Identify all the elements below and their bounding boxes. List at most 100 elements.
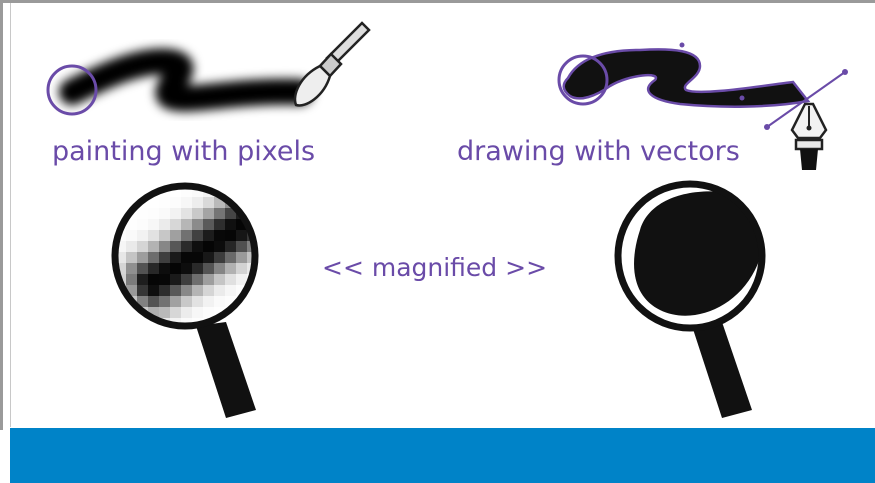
lens-pixel <box>236 186 247 197</box>
lens-pixel <box>225 263 236 274</box>
lens-pixel <box>236 252 247 263</box>
lens-pixel <box>192 230 203 241</box>
lens-pixel <box>137 208 148 219</box>
lens-pixel <box>181 241 192 252</box>
lens-pixel <box>203 230 214 241</box>
lens-pixel <box>137 230 148 241</box>
lens-pixel <box>225 252 236 263</box>
lens-pixel <box>170 263 181 274</box>
lens-pixel <box>181 208 192 219</box>
lens-pixel <box>203 285 214 296</box>
lens-pixel <box>181 219 192 230</box>
lens-pixel <box>148 219 159 230</box>
lens-pixel <box>170 219 181 230</box>
lens-pixel <box>170 274 181 285</box>
lens-pixel <box>126 318 137 329</box>
lens-pixel <box>214 241 225 252</box>
lens-pixel <box>137 241 148 252</box>
lens-pixel <box>159 274 170 285</box>
lens-pixel <box>181 252 192 263</box>
lens-pixel <box>236 318 247 329</box>
lens-pixel <box>214 274 225 285</box>
lens-pixel <box>203 307 214 318</box>
lens-pixel <box>225 186 236 197</box>
lens-pixel <box>170 296 181 307</box>
lens-pixel <box>170 285 181 296</box>
lens-pixel <box>170 252 181 263</box>
lens-pixel <box>148 241 159 252</box>
caption-painting-with-pixels: painting with pixels <box>52 136 315 167</box>
lens-pixel <box>159 197 170 208</box>
lens-pixel <box>126 230 137 241</box>
lens-pixel <box>126 241 137 252</box>
lens-pixel <box>159 307 170 318</box>
lens-pixel <box>214 263 225 274</box>
lens-pixel <box>192 263 203 274</box>
lens-pixel <box>159 230 170 241</box>
lens-pixel <box>181 296 192 307</box>
lens-pixel <box>192 296 203 307</box>
lens-pixel <box>137 318 148 329</box>
paintbrush-icon <box>295 23 369 105</box>
pixel-stroke <box>72 61 300 98</box>
lens-pixel <box>170 241 181 252</box>
bottom-bar <box>10 428 875 483</box>
lens-pixel <box>214 208 225 219</box>
lens-pixel <box>203 241 214 252</box>
lens-pixel <box>137 219 148 230</box>
lens-pixel <box>148 263 159 274</box>
lens-pixel <box>126 186 137 197</box>
lens-pixel <box>203 274 214 285</box>
lens-pixel <box>115 307 126 318</box>
lens-pixel <box>126 274 137 285</box>
lens-pixel <box>203 296 214 307</box>
lens-pixel <box>126 252 137 263</box>
lens-pixel <box>170 208 181 219</box>
lens-pixel <box>247 186 258 197</box>
pen-nib-icon <box>792 104 826 170</box>
lens-pixel <box>137 252 148 263</box>
lens-pixel <box>159 241 170 252</box>
caption-drawing-with-vectors: drawing with vectors <box>457 136 740 167</box>
lens-pixel <box>181 274 192 285</box>
lens-pixel <box>115 197 126 208</box>
lens-pixel <box>236 230 247 241</box>
lens-pixel <box>225 285 236 296</box>
lens-pixel <box>236 263 247 274</box>
lens-pixel <box>137 285 148 296</box>
lens-pixel <box>181 197 192 208</box>
lens-pixel <box>225 274 236 285</box>
lens-pixel <box>225 219 236 230</box>
lens-pixel <box>192 208 203 219</box>
lens-pixel <box>170 230 181 241</box>
lens-pixel <box>225 241 236 252</box>
lens-pixel <box>214 230 225 241</box>
lens-pixel <box>137 274 148 285</box>
lens-pixel <box>115 296 126 307</box>
lens-pixel <box>214 285 225 296</box>
lens-pixel <box>203 263 214 274</box>
magnifier-icon-vector <box>618 184 765 418</box>
lens-pixel <box>247 208 258 219</box>
lens-pixel <box>203 252 214 263</box>
lens-pixel <box>148 296 159 307</box>
lens-pixel <box>236 274 247 285</box>
lens-pixel <box>214 296 225 307</box>
lens-pixel <box>115 318 126 329</box>
lens-pixel <box>192 274 203 285</box>
lens-pixel <box>159 219 170 230</box>
lens-pixel <box>192 285 203 296</box>
lens-pixel <box>247 307 258 318</box>
lens-pixel <box>137 263 148 274</box>
lens-pixel <box>181 307 192 318</box>
lens-pixel <box>247 197 258 208</box>
lens-pixel <box>148 230 159 241</box>
lens-pixel <box>159 285 170 296</box>
lens-pixel <box>225 230 236 241</box>
lens-pixel <box>203 197 214 208</box>
lens-pixel <box>170 307 181 318</box>
lens-pixel <box>203 219 214 230</box>
lens-pixel <box>192 219 203 230</box>
lens-pixel <box>236 241 247 252</box>
